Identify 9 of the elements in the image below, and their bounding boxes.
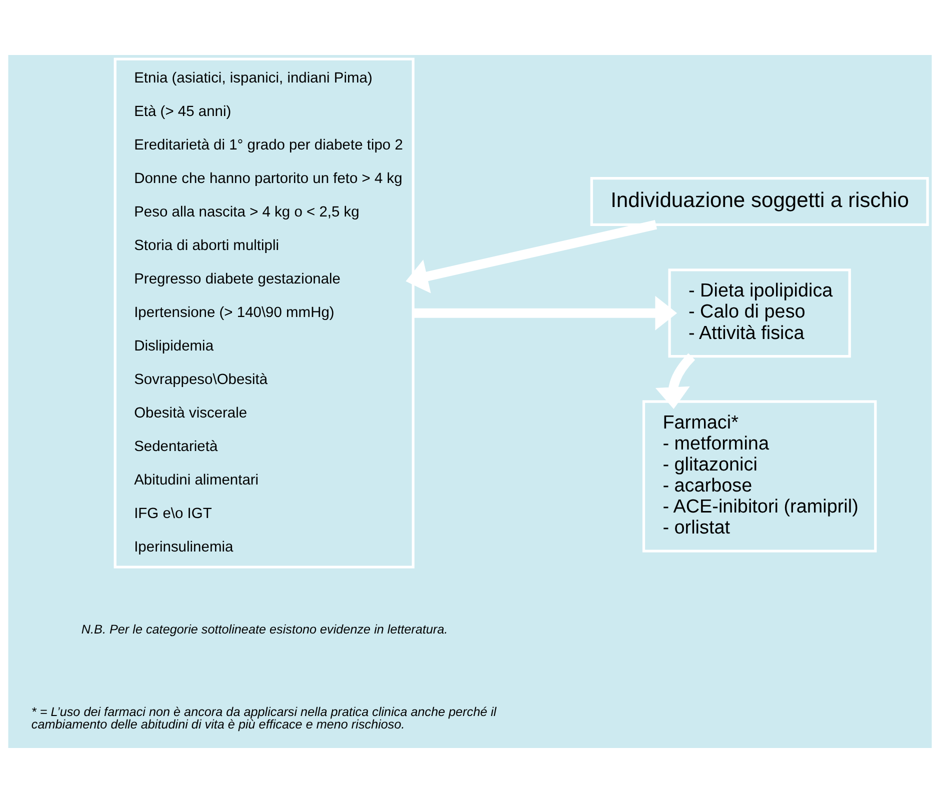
node-box: Etnia (asiatici, ispanici, indiani Pima) Età (> 45 anni) Ereditarietà di 1° grado per diabete tipo 2 Donne che hanno partorito un feto > 4 kg Peso alla nascita > 4 kg o < 2,5 kg Storia di aborti multipli Pregresso diabete gestazionale Ipertensione (> 140\90 mmHg) Dislipidemia Sovrappeso\Obesità Obesità viscerale Sedentarietà Abitudini alimentari IFG e\o IGT Iperinsulinemia — [114, 58, 414, 568]
arrow — [406, 220, 658, 294]
label: * = L’uso dei farmaci non è ancora da applicarsi nella pratica clinica anche perché il cambiamento delle abitudini di vita è più efficace e meno rischioso. — [31, 704, 496, 732]
label: N.B. Per le categorie sottolineate esistono evidenze in letteratura. — [81, 622, 448, 636]
node-box: Farmaci* - metformina - glitazonici - acarbose - ACE-inibitori (ramipril) - orlistat — [642, 400, 877, 552]
node-box: Individuazione soggetti a rischio — [590, 177, 929, 226]
arrow — [413, 296, 678, 330]
node-box: - Dieta ipolipidica - Calo di peso - Attività fisica — [668, 268, 851, 358]
arrow — [655, 353, 696, 410]
